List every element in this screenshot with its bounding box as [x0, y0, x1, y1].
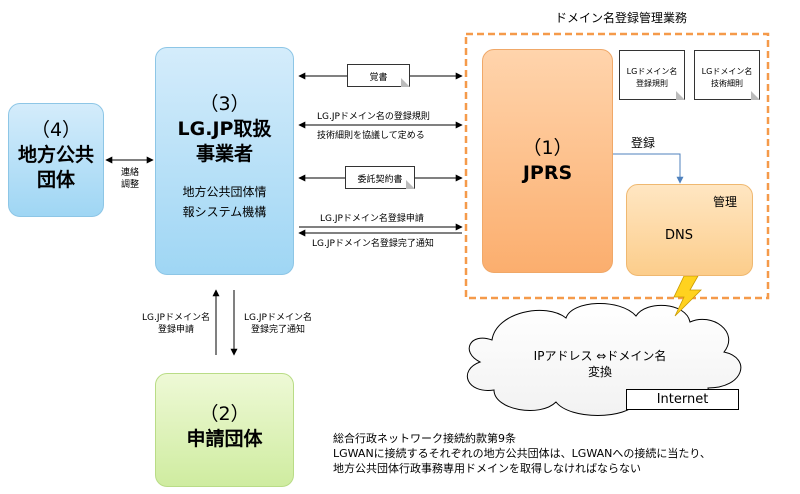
- internet-cloud: [467, 303, 742, 416]
- registration-rules-document: LGドメイン名 登録規則: [619, 50, 685, 100]
- doc-line1: LGドメイン名: [701, 67, 753, 76]
- node-title-line1: LG.JP取扱: [177, 118, 272, 140]
- dns-management-box: [626, 184, 753, 276]
- node-title-line2: 団体: [36, 169, 75, 191]
- memo-label: 覚書: [369, 73, 388, 83]
- node-number: （1）: [522, 137, 573, 159]
- internet-label: Internet: [656, 392, 709, 407]
- dns-label: DNS: [665, 228, 693, 243]
- doc-line2: 技術細則: [711, 79, 743, 88]
- node-subtitle-line1: 地方公共団体情: [182, 185, 267, 199]
- node-title-line1: 地方公共: [17, 144, 94, 166]
- technical-rules-document: LGドメイン名 技術細則: [694, 50, 760, 100]
- node-title: JPRS: [522, 162, 573, 184]
- contact-label-line2: 調整: [120, 180, 139, 190]
- rules-discussion-label-line2: 技術細則を協議して定める: [317, 131, 425, 141]
- node-subtitle-line2: 報システム機構: [182, 205, 267, 219]
- doc-line2: 登録規則: [636, 79, 668, 88]
- app-complete-label: LG.JPドメイン名 登録完了通知: [240, 312, 316, 336]
- app-request-label: LG.JPドメイン名 登録申請: [138, 312, 214, 336]
- register-arrow: [613, 153, 684, 184]
- contract-label: 委託契約書: [357, 175, 403, 185]
- node-applicant: （2） 申請団体: [155, 373, 294, 487]
- article-title: 総合行政ネットワーク接続約款第9条: [333, 432, 516, 445]
- app-complete-line2: 登録完了通知: [250, 325, 305, 335]
- article-text: 総合行政ネットワーク接続約款第9条 LGWANに接続するそれぞれの地方公共団体は…: [333, 431, 711, 476]
- cloud-line1: IPアドレス ⇔ドメイン名: [533, 349, 667, 363]
- app-request-line1: LG.JPドメイン名: [142, 313, 210, 323]
- register-label: 登録: [631, 136, 656, 150]
- reg-complete-label: LG.JPドメイン名登録完了通知: [312, 239, 434, 249]
- article-line1: LGWANに接続するそれぞれの地方公共団体は、LGWANへの接続に当たり、: [333, 447, 711, 460]
- node-jprs: （1） JPRS: [482, 49, 613, 273]
- contact-label: 連絡 調整: [115, 167, 145, 191]
- contract-document: 委託契約書: [345, 166, 415, 189]
- node-number: （2）: [199, 403, 250, 425]
- article-line2: 地方公共団体行政事務専用ドメインを取得しなければならない: [333, 462, 641, 475]
- rules-discussion-label-line1: LG.JPドメイン名の登録規則: [317, 112, 430, 122]
- internet-label-box: Internet: [626, 389, 739, 410]
- node-number: （4）: [30, 119, 82, 141]
- domain-management-label: ドメイン名登録管理業務: [555, 11, 688, 25]
- memo-document: 覚書: [347, 64, 410, 87]
- doc-line1: LGドメイン名: [626, 67, 678, 76]
- node-title: 申請団体: [186, 428, 263, 450]
- node-number: （3）: [199, 93, 250, 115]
- contact-label-line1: 連絡: [120, 168, 139, 178]
- cloud-text: IPアドレス ⇔ドメイン名 変換: [500, 348, 700, 380]
- app-request-line2: 登録申請: [157, 325, 194, 335]
- lightning-icon: [673, 275, 702, 317]
- domain-management-region: [464, 32, 770, 300]
- app-complete-line1: LG.JPドメイン名: [244, 313, 312, 323]
- reg-request-label: LG.JPドメイン名登録申請: [320, 214, 424, 224]
- node-title-line2: 事業者: [195, 143, 253, 165]
- node-local-government: （4） 地方公共 団体: [8, 103, 104, 217]
- cloud-line2: 変換: [587, 365, 612, 379]
- manage-label: 管理: [713, 195, 738, 209]
- node-lgjp-operator: （3） LG.JP取扱 事業者 地方公共団体情 報システム機構: [155, 47, 294, 275]
